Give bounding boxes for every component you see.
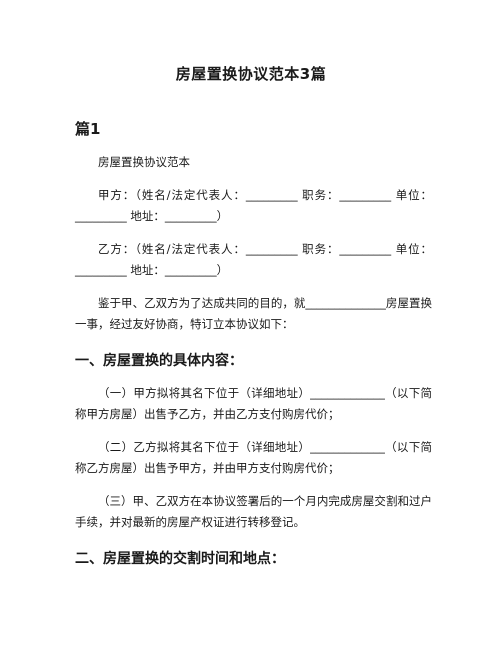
- heading-delivery-time-place: 二、房屋置换的交割时间和地点：: [75, 550, 285, 567]
- document-body: 篇1 房屋置换协议范本 甲方：（姓名/法定代表人：_________ 职务：__…: [75, 118, 432, 581]
- preamble-paragraph: 鉴于甲、乙双方为了达成共同的目的，就______________房屋置换一事，经…: [75, 295, 432, 332]
- heading-exchange-content: 一、房屋置换的具体内容：: [75, 352, 243, 369]
- party-a-line: 甲方：（姓名/法定代表人：_________ 职务：_________ 单位：_…: [75, 187, 432, 224]
- clause-1: （一）甲方拟将其名下位于（详细地址）_____________（以下简称甲方房屋…: [75, 385, 432, 422]
- clause-2: （二）乙方拟将其名下位于（详细地址）_____________（以下简称乙方房屋…: [75, 439, 432, 476]
- agreement-title-line: 房屋置换协议范本: [98, 155, 190, 169]
- section-heading-1: 篇1: [75, 120, 101, 138]
- document-title: 房屋置换协议范本3篇: [175, 65, 327, 83]
- clause-3: （三）甲、乙双方在本协议签署后的一个月内完成房屋交割和过户手续，并对最新的房屋产…: [75, 493, 432, 530]
- party-b-line: 乙方：（姓名/法定代表人：_________ 职务：_________ 单位：_…: [75, 241, 432, 278]
